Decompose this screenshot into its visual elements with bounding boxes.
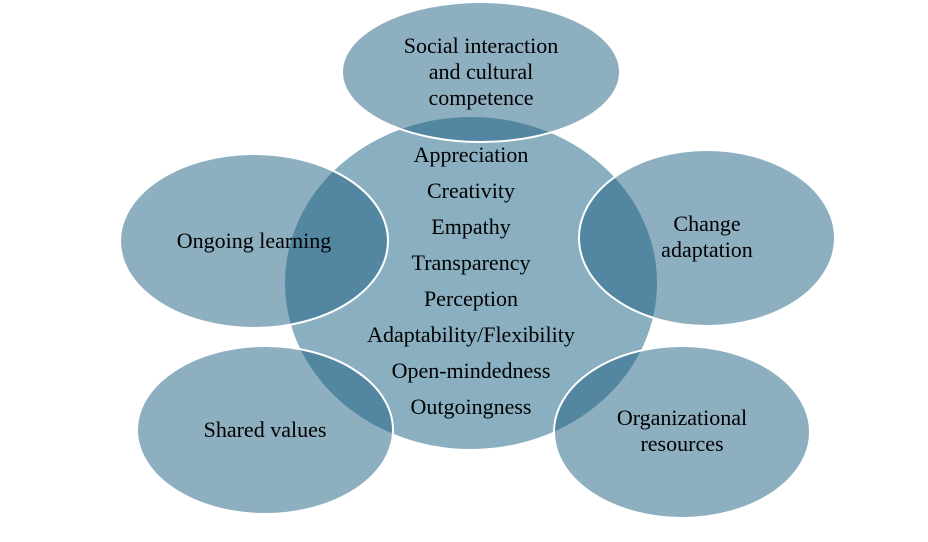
center-item: Creativity: [427, 178, 515, 203]
center-item: Adaptability/Flexibility: [367, 322, 575, 347]
center-item: Appreciation: [413, 142, 529, 167]
label-line: Change: [673, 211, 741, 236]
label-line: competence: [428, 85, 534, 110]
right-ellipse: [578, 149, 836, 327]
top-node-label: Social interaction and cultural competen…: [404, 33, 559, 111]
label-line: resources: [640, 431, 724, 456]
center-item: Transparency: [411, 250, 531, 275]
label-line: Shared values: [203, 417, 327, 442]
bottom-right-node-label: Organizational resources: [617, 405, 747, 457]
label-line: and cultural: [428, 59, 534, 84]
right-node-label: Change adaptation: [661, 211, 753, 263]
center-values-list: Appreciation Creativity Empathy Transpar…: [367, 137, 575, 425]
center-item: Outgoingness: [410, 394, 532, 419]
center-item: Perception: [423, 286, 519, 311]
bottom-left-node-label: Shared values: [204, 417, 327, 443]
label-line: adaptation: [661, 237, 753, 262]
left-ellipse: [119, 153, 389, 329]
top-ellipse: [341, 1, 621, 143]
center-item: Open-mindedness: [391, 358, 551, 383]
left-node-label: Ongoing learning: [177, 228, 332, 254]
label-line: Ongoing learning: [176, 228, 332, 253]
label-line: Social interaction: [403, 33, 559, 58]
center-item: Empathy: [431, 214, 511, 239]
bottom-left-ellipse: [136, 345, 394, 515]
label-line: Organizational: [616, 405, 748, 430]
bottom-right-ellipse: [553, 345, 811, 519]
